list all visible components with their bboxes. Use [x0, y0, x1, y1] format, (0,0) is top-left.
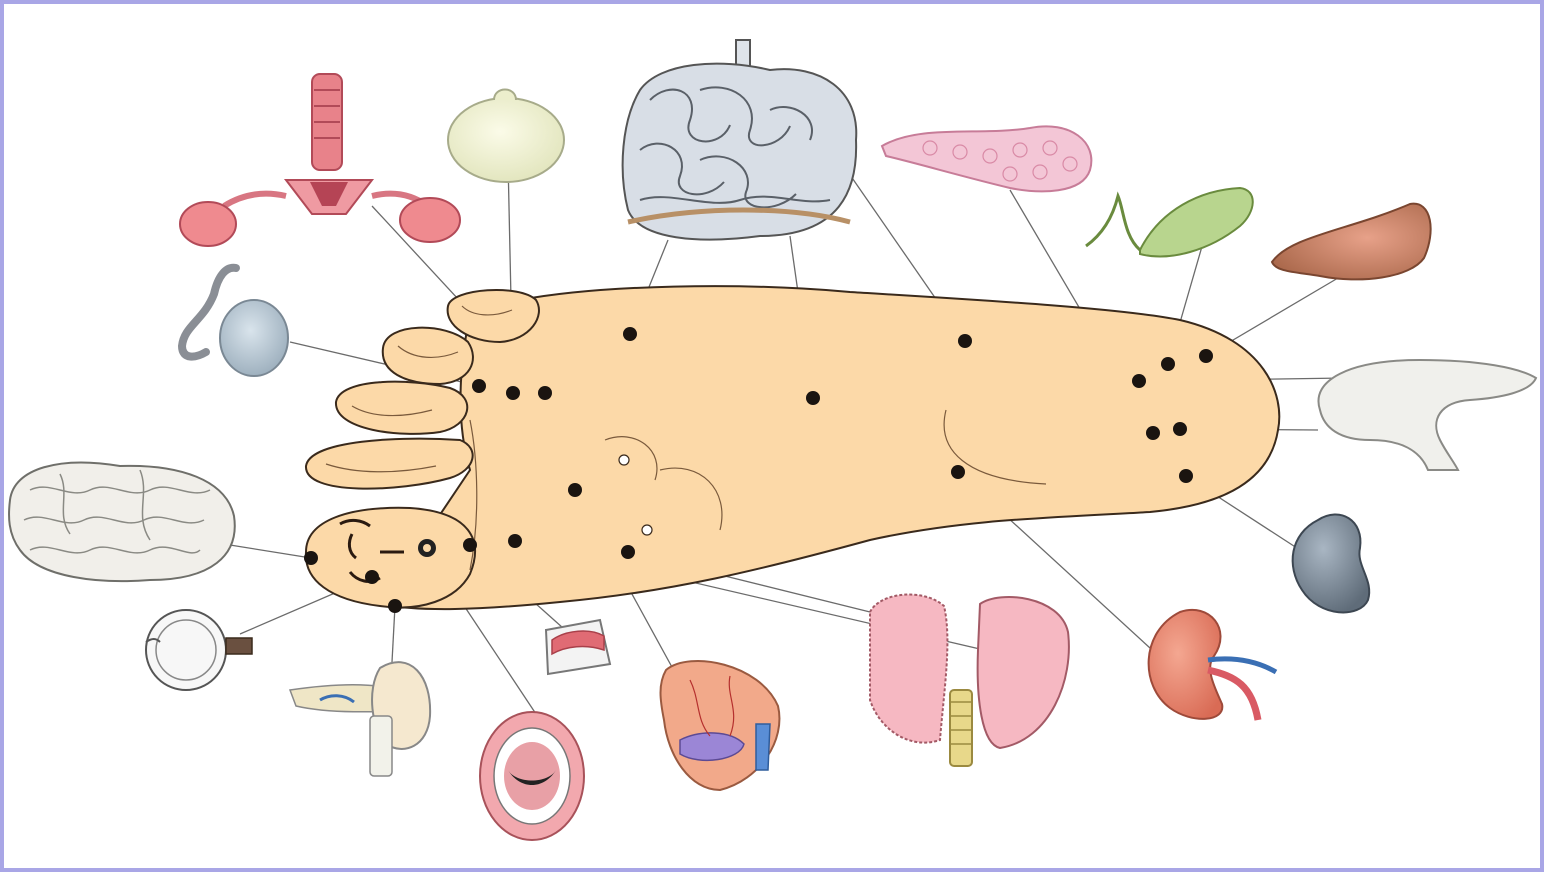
pancreas-icon — [882, 126, 1091, 191]
toe-2 — [306, 439, 473, 489]
toe-5 — [448, 290, 539, 342]
spleen-icon — [1293, 515, 1370, 613]
stomach-icon — [1318, 360, 1536, 470]
pituitary-gland-icon — [448, 90, 564, 183]
brain-icon — [9, 463, 235, 582]
lungs-icon — [870, 595, 1069, 766]
kidney-icon — [1149, 610, 1276, 720]
small-intestine-icon — [623, 40, 857, 240]
gallbladder-icon — [1086, 188, 1253, 256]
eye-icon — [146, 610, 252, 690]
mouth-icon — [480, 712, 584, 840]
heart-icon — [661, 661, 780, 790]
liver-icon — [1272, 204, 1431, 280]
foot-sole — [306, 286, 1279, 609]
big-toe — [306, 508, 475, 608]
ear-icon — [290, 662, 430, 776]
uterus-ovaries-icon — [180, 74, 460, 246]
toe-4 — [383, 328, 473, 384]
tongue-icon — [546, 620, 610, 674]
bladder-icon — [182, 268, 288, 376]
